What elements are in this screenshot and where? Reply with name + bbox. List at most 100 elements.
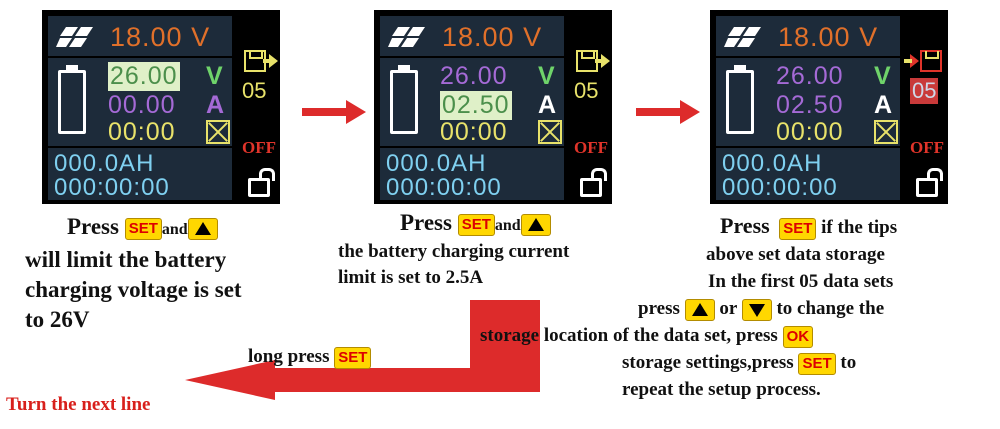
battery-icon <box>58 65 86 134</box>
up-key-icon <box>187 217 218 240</box>
time-readout: 00:00 <box>108 118 176 146</box>
storage-slot: 05 <box>910 78 939 104</box>
solar-panel-icon <box>724 27 761 47</box>
caption-3-line-6b: to <box>840 352 857 373</box>
lcd-screen-3: 18.00 V 26.00 V 02.50 A 00:00 000.0AH 00… <box>710 10 948 204</box>
caption-1-line-2: will limit the battery <box>25 247 227 272</box>
set-key: SET <box>334 346 372 369</box>
set-key: SET <box>798 352 836 375</box>
caption-3-change: to change the <box>776 298 885 319</box>
caption-3-line-6a: storage settings,press <box>622 352 794 373</box>
time-readout: 00:00 <box>776 118 844 146</box>
up-key-icon <box>684 298 715 321</box>
battery-icon <box>390 65 418 134</box>
unlock-icon <box>248 168 275 197</box>
caption-3-line-5: storage location of the data set, press <box>480 325 778 346</box>
caption-3-press: Press <box>720 213 770 238</box>
capacity-area: 000.0AH 000:00:00 <box>716 148 900 201</box>
top-row: 18.00 V <box>48 16 232 56</box>
caption-1-line-3: charging voltage is set <box>25 277 242 302</box>
storage-slot: 05 <box>242 78 267 103</box>
timer-x-icon <box>538 120 562 144</box>
amp-hours: 000.0AH <box>386 150 487 177</box>
current-unit: A <box>206 91 225 119</box>
capacity-area: 000.0AH 000:00:00 <box>380 148 564 201</box>
caption-3-press-2: press <box>638 298 680 319</box>
solar-panel-icon <box>388 27 425 47</box>
amp-hours: 000.0AH <box>54 150 155 177</box>
caption-3-line-7: repeat the setup process. <box>622 379 821 400</box>
long-press-text: long press <box>248 346 330 367</box>
caption-1-press: Press <box>67 214 119 239</box>
elapsed-time: 000:00:00 <box>386 174 502 201</box>
caption-1-line-4: to 26V <box>25 307 90 332</box>
voltage-setpoint: 26.00 <box>440 62 508 90</box>
input-voltage-readout: 18.00 V <box>778 22 879 52</box>
caption-2-line-2: the battery charging current <box>338 241 570 262</box>
caption-3-line-3: In the first 05 data sets <box>708 271 894 292</box>
current-setpoint: 00.00 <box>108 91 176 119</box>
caption-3-tail: if the tips <box>821 217 898 238</box>
arrow-right-2 <box>636 100 700 124</box>
unlock-icon <box>916 168 943 197</box>
battery-icon <box>726 65 754 134</box>
current-unit: A <box>538 91 557 119</box>
storage-slot: 05 <box>574 78 599 103</box>
arrow-right-icon <box>904 54 919 68</box>
voltage-unit: V <box>874 62 891 90</box>
caption-2-press: Press <box>400 210 452 235</box>
voltage-setpoint: 26.00 <box>776 62 844 90</box>
voltage-setpoint: 26.00 <box>108 62 180 91</box>
arrow-right-icon <box>263 54 278 68</box>
caption-3: Press SET if the tips above set data sto… <box>480 212 1000 403</box>
ok-key: OK <box>782 325 814 348</box>
set-key: SET <box>779 217 817 240</box>
current-setpoint: 02.50 <box>776 91 844 119</box>
set-key: SET <box>124 217 162 240</box>
amp-hours: 000.0AH <box>722 150 823 177</box>
timer-x-icon <box>206 120 230 144</box>
side-status: 05 OFF <box>236 10 280 204</box>
caption-3-or: or <box>719 298 737 319</box>
readout-area: 26.00 V 02.50 A 00:00 <box>716 58 900 146</box>
top-row: 18.00 V <box>380 16 564 56</box>
return-arrow <box>185 300 540 400</box>
up-key-icon <box>520 213 551 236</box>
side-status: 05 OFF <box>568 10 612 204</box>
lcd-screen-2: 18.00 V 26.00 V 02.50 A 00:00 000.0AH 00… <box>374 10 612 204</box>
caption-2-and: and <box>494 217 521 234</box>
lcd-screen-1: 18.00 V 26.00 V 00.00 A 00:00 000.0AH 00… <box>42 10 280 204</box>
input-voltage-readout: 18.00 V <box>110 22 211 52</box>
elapsed-time: 000:00:00 <box>54 174 170 201</box>
top-row: 18.00 V <box>716 16 900 56</box>
arrow-right-icon <box>595 54 610 68</box>
voltage-unit: V <box>538 62 555 90</box>
timer-x-icon <box>874 120 898 144</box>
set-key: SET <box>457 213 495 236</box>
save-icon <box>920 50 942 72</box>
caption-3-line-2: above set data storage <box>706 244 885 265</box>
side-status: 05 OFF <box>904 10 948 204</box>
unlock-icon <box>580 168 607 197</box>
time-readout: 00:00 <box>440 118 508 146</box>
turn-next-line: Turn the next line <box>6 394 151 415</box>
capacity-area: 000.0AH 000:00:00 <box>48 148 232 201</box>
output-status: OFF <box>242 138 276 157</box>
elapsed-time: 000:00:00 <box>722 174 838 201</box>
output-status: OFF <box>910 138 944 157</box>
output-status: OFF <box>574 138 608 157</box>
voltage-unit: V <box>206 62 223 90</box>
current-unit: A <box>874 91 893 119</box>
long-press-label: long press SET <box>248 346 372 369</box>
caption-2-line-3: limit is set to 2.5A <box>338 267 484 288</box>
caption-1-and: and <box>161 221 188 238</box>
solar-panel-icon <box>56 27 93 47</box>
input-voltage-readout: 18.00 V <box>442 22 543 52</box>
readout-area: 26.00 V 00.00 A 00:00 <box>48 58 232 146</box>
readout-area: 26.00 V 02.50 A 00:00 <box>380 58 564 146</box>
down-key-icon <box>741 298 772 321</box>
arrow-right-1 <box>302 100 366 124</box>
current-setpoint: 02.50 <box>440 91 512 120</box>
